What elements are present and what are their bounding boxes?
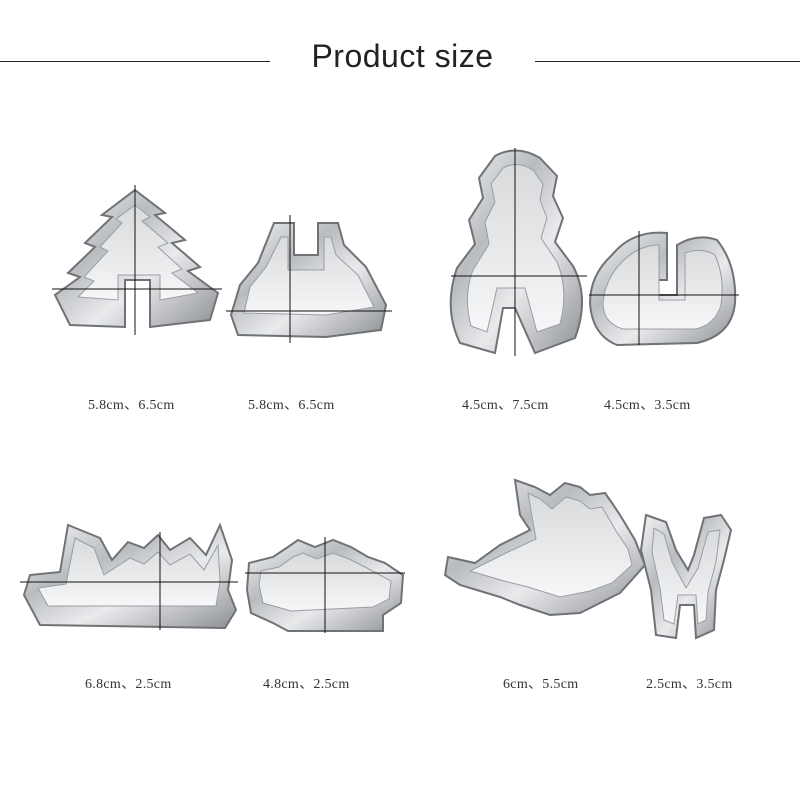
stocking-cutter-image: [588, 231, 739, 347]
size-label-candy-cane: 2.5cm、3.5cm: [646, 677, 733, 692]
header: Product size: [0, 0, 800, 110]
title-rule-right: [535, 61, 800, 62]
snowman-cutter-image: [449, 148, 587, 356]
reindeer-cutter-image: [443, 478, 647, 617]
title-rule-left: [0, 61, 270, 62]
sleigh-large-cutter-image: [20, 522, 238, 630]
size-label-reindeer: 6cm、5.5cm: [503, 677, 579, 692]
house-cutter-image: [226, 215, 392, 343]
candy-cane-cutter-image: [639, 513, 733, 640]
size-label-house: 5.8cm、6.5cm: [248, 398, 335, 413]
size-label-stocking: 4.5cm、3.5cm: [604, 398, 691, 413]
size-label-sleigh-large: 6.8cm、2.5cm: [85, 677, 172, 692]
tree-cutter-image: [52, 185, 222, 335]
size-label-sleigh-small: 4.8cm、2.5cm: [263, 677, 350, 692]
page-title: Product size: [311, 38, 494, 74]
size-label-tree: 5.8cm、6.5cm: [88, 398, 175, 413]
size-label-snowman: 4.5cm、7.5cm: [462, 398, 549, 413]
sleigh-small-cutter-image: [245, 537, 405, 633]
